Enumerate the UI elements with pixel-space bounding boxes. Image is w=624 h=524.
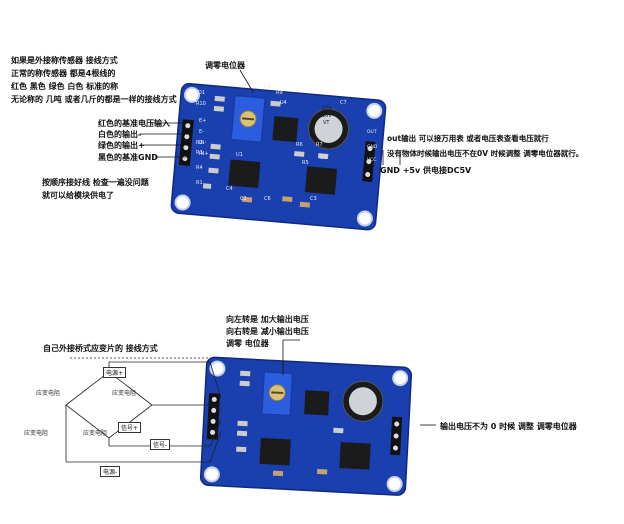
top-leader-lines — [140, 69, 401, 165]
bridge-box-signal-minus: 信号- — [150, 439, 171, 450]
bottom-leader-lines — [282, 339, 436, 426]
pot-label-top: 调零电位器 — [205, 61, 245, 70]
silk-vcc: VCC — [367, 158, 377, 163]
silk-u1: U1 — [236, 152, 243, 158]
output-pin-header — [362, 141, 376, 182]
silk-u4: U4 — [280, 100, 287, 106]
bridge-title: 自己外接桥式应变片的 接线方式 — [43, 344, 158, 353]
silk-r5: R5 — [302, 160, 309, 166]
strain-resistor-4: 应变电阻 — [83, 430, 108, 437]
cap-text-3: VT — [323, 120, 330, 126]
pin-in-plus: IN+ — [199, 151, 209, 157]
cap-text-2: 10V — [322, 113, 332, 119]
pot-dir-right: 向右转是 减小输出电压 — [226, 327, 309, 336]
silk-c2: C2 — [240, 196, 247, 202]
silk-r2: R2 — [196, 140, 203, 146]
silk-r9: R9 — [276, 90, 283, 96]
silk-r3: R3 — [196, 150, 203, 156]
silk-c1: C1 — [264, 84, 271, 90]
check-line-2: 就可以给模块供电了 — [42, 191, 114, 200]
silk-c6: C6 — [264, 196, 271, 202]
hx711-board-top — [170, 82, 387, 231]
op-amp-u1 — [228, 159, 261, 189]
bridge-box-power-minus: 电源- — [100, 466, 121, 477]
op-amp-u2 — [304, 166, 338, 195]
input-pin-header — [178, 119, 194, 166]
wire-label-black: 黑色的基准GND — [98, 153, 158, 162]
silk-r10: R10 — [196, 101, 206, 107]
wire-label-green: 绿色的输出+ — [98, 141, 145, 150]
silk-c7: C7 — [340, 100, 347, 106]
check-line-1: 按顺序接好线 检查一遍没问题 — [42, 178, 149, 187]
silk-c3: C3 — [310, 196, 317, 202]
intro-line-1: 如果是外接称传感器 接线方式 — [11, 56, 118, 65]
bridge-input-header — [206, 393, 221, 440]
output-note-2: 没有物体时候输出电压不在0V 时候调整 调零电位器就行。 — [387, 149, 584, 158]
pin-e-plus: E+ — [199, 118, 207, 124]
output-header-bottom — [390, 416, 403, 456]
adjust-note: 输出电压不为 0 时候 调整 调零电位器 — [440, 422, 577, 431]
electrolytic-capacitor — [308, 108, 350, 150]
intro-line-2: 正常的称传感器 都是4根线的 — [11, 69, 116, 78]
bridge-box-signal-plus: 信号+ — [118, 422, 142, 433]
wheatstone-bridge — [65, 357, 222, 463]
zero-potentiometer — [230, 95, 266, 143]
silk-d1: D1 — [198, 90, 206, 96]
wire-label-white: 白色的输出- — [98, 130, 142, 139]
pot-label-bottom: 调零 电位器 — [226, 339, 269, 348]
silk-u2: U2 — [320, 155, 327, 161]
strain-resistor-2: 应变电阻 — [112, 390, 137, 397]
silk-r1: R1 — [196, 180, 203, 186]
wire-label-red: 红色的基准电压输入 — [98, 119, 170, 128]
silk-out: OUT — [367, 130, 377, 135]
intro-line-4: 无论称的 几吨 或者几斤的都是一样的接线方式 — [11, 95, 177, 104]
pin-in-minus: IN- — [199, 140, 207, 146]
bridge-box-power-plus: 电源+ — [103, 367, 127, 378]
cap-text-1: 220 — [322, 106, 332, 112]
intro-line-3: 红色 黑色 绿色 白色 标准的称 — [11, 82, 119, 91]
pin-e-minus: E- — [199, 129, 204, 135]
power-note: GND +5v 供电接DC5V — [380, 166, 472, 175]
silk-r4: R4 — [196, 165, 203, 171]
op-amp-u4 — [272, 116, 299, 143]
electrolytic-capacitor-bottom — [342, 380, 384, 422]
output-note-1: out输出 可以接万用表 或者电压表查看电压就行 — [387, 134, 549, 143]
pot-dir-left: 向左转是 加大输出电压 — [226, 315, 309, 324]
silk-r7: R7 — [316, 142, 323, 148]
silk-gnd: GND — [367, 145, 378, 150]
zero-potentiometer-bottom — [261, 371, 293, 416]
strain-resistor-3: 应变电阻 — [24, 430, 49, 437]
strain-resistor-1: 应变电阻 — [36, 390, 61, 397]
silk-c4: C4 — [226, 186, 233, 192]
hx711-board-bottom — [199, 356, 413, 496]
silk-r6: R6 — [296, 142, 303, 148]
